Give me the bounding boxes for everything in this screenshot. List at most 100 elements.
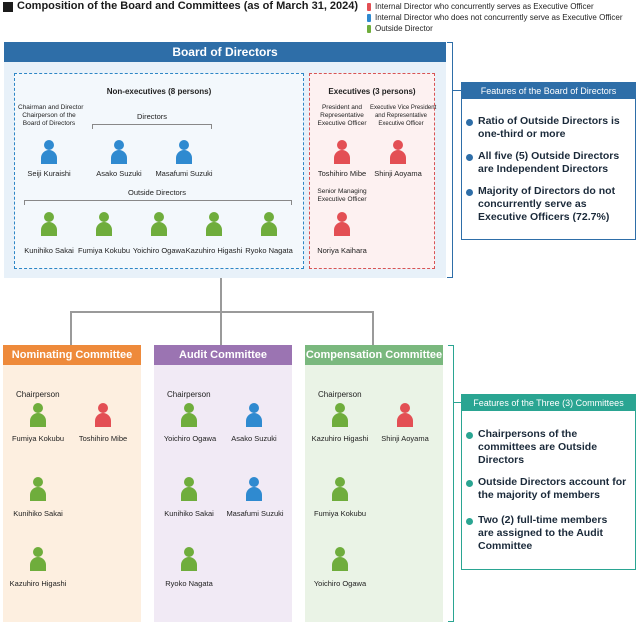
person-name: Asako Suzuki: [96, 169, 142, 178]
nominating-committee-title: Nominating Committee: [3, 345, 141, 365]
legend-swatch: [367, 14, 371, 22]
board-feature-item: Ratio of Outside Directors is one-third …: [478, 115, 620, 140]
chairman-role: Chairman and Director Chairperson of the…: [18, 104, 84, 127]
person-icon: [333, 140, 351, 164]
person-name: Ryoko Nagata: [165, 579, 213, 588]
person-icon: [389, 140, 407, 164]
compensation-committee-panel: Compensation Committee Chairperson Kazuh…: [305, 345, 443, 622]
smeo-role: Senior Managing Executive Officer: [317, 188, 367, 203]
bullet-icon: [466, 518, 473, 525]
person-name: Toshihiro Mibe: [317, 169, 367, 178]
person-name: Masafumi Suzuki: [226, 509, 284, 518]
person-icon: [331, 477, 349, 501]
person-icon: [150, 212, 168, 236]
person-name: Fumiya Kokubu: [11, 434, 65, 443]
legend-swatch: [367, 3, 371, 11]
person-name: Kunihiko Sakai: [24, 246, 74, 255]
person-icon: [40, 212, 58, 236]
chairperson-label: Chairperson: [167, 390, 211, 399]
audit-committee-title: Audit Committee: [154, 345, 292, 365]
board-brace: [447, 42, 453, 278]
person-icon: [180, 403, 198, 427]
outside-directors-label: Outside Directors: [128, 188, 186, 197]
board-title: Board of Directors: [4, 42, 446, 62]
nominating-committee-panel: Nominating Committee Chairperson Fumiya …: [3, 345, 141, 622]
person-name: Asako Suzuki: [231, 434, 277, 443]
person-icon: [180, 477, 198, 501]
brace-tick: [454, 402, 462, 403]
person-name: Kazuhiro Higashi: [185, 246, 243, 255]
connector-nominating: [70, 311, 72, 345]
person-name: Kunihiko Sakai: [13, 509, 63, 518]
outside-bracket: [24, 200, 292, 205]
exec-box: [309, 73, 435, 269]
person-icon: [205, 212, 223, 236]
committee-feature-item: Outside Directors account for the majori…: [478, 476, 627, 501]
connector-audit: [220, 311, 222, 345]
person-name: Yoichiro Ogawa: [132, 246, 186, 255]
board-feature-item: All five (5) Outside Directors are Indep…: [478, 150, 620, 175]
chairperson-label: Chairperson: [318, 390, 362, 399]
person-name: Kazuhiro Higashi: [9, 579, 67, 588]
compensation-committee-title: Compensation Committee: [305, 345, 443, 365]
person-name: Noriya Kaihara: [317, 246, 367, 255]
person-icon: [29, 547, 47, 571]
legend-swatch: [367, 25, 371, 33]
person-icon: [29, 403, 47, 427]
board-feature-item: Majority of Directors do not concurrentl…: [478, 185, 616, 223]
person-icon: [40, 140, 58, 164]
person-name: Fumiya Kokubu: [77, 246, 131, 255]
nonexec-box: [14, 73, 304, 269]
person-icon: [245, 403, 263, 427]
person-name: Kunihiko Sakai: [164, 509, 214, 518]
committees-brace: [448, 345, 454, 622]
bullet-icon: [466, 154, 473, 161]
committee-features-box: Features of the Three (3) Committees Cha…: [461, 394, 636, 570]
directors-label: Directors: [136, 112, 167, 121]
audit-committee-panel: Audit Committee Chairperson Yoichiro Oga…: [154, 345, 292, 622]
bullet-icon: [466, 119, 473, 126]
board-features-box: Features of the Board of Directors Ratio…: [461, 82, 636, 240]
person-icon: [245, 477, 263, 501]
person-icon: [110, 140, 128, 164]
person-name: Fumiya Kokubu: [313, 509, 367, 518]
title-marker: [3, 2, 13, 12]
bullet-icon: [466, 189, 473, 196]
person-name: Seiji Kuraishi: [27, 169, 71, 178]
directors-bracket: [92, 124, 212, 129]
person-icon: [94, 403, 112, 427]
person-name: Yoichiro Ogawa: [163, 434, 217, 443]
exec-title: Executives (3 persons): [328, 87, 416, 96]
person-icon: [180, 547, 198, 571]
committee-feature-item: Chairpersons of the committees are Outsi…: [478, 428, 598, 466]
brace-tick: [453, 90, 461, 91]
chairperson-label: Chairperson: [16, 390, 60, 399]
evp-role: Executive Vice President and Representat…: [370, 105, 437, 127]
connector-compensation: [372, 311, 374, 345]
person-icon: [396, 403, 414, 427]
board-features-title: Features of the Board of Directors: [462, 83, 635, 99]
nonexec-title: Non-executives (8 persons): [106, 87, 212, 96]
person-name: Yoichiro Ogawa: [313, 579, 367, 588]
person-icon: [29, 477, 47, 501]
person-icon: [331, 547, 349, 571]
person-name: Ryoko Nagata: [245, 246, 293, 255]
person-icon: [333, 212, 351, 236]
person-icon: [95, 212, 113, 236]
person-name: Toshihiro Mibe: [78, 434, 128, 443]
committee-features-title: Features of the Three (3) Committees: [462, 395, 635, 411]
person-name: Masafumi Suzuki: [155, 169, 213, 178]
connector-bar: [70, 311, 374, 313]
person-name: Shinji Aoyama: [374, 169, 422, 178]
president-role: President and Representative Executive O…: [317, 104, 367, 127]
committee-feature-item: Two (2) full-time members are assigned t…: [478, 514, 608, 552]
person-name: Kazuhiro Higashi: [311, 434, 369, 443]
bullet-icon: [466, 480, 473, 487]
person-icon: [175, 140, 193, 164]
person-name: Shinji Aoyama: [381, 434, 429, 443]
page-title: Composition of the Board and Committees …: [17, 0, 359, 12]
person-icon: [331, 403, 349, 427]
bullet-icon: [466, 432, 473, 439]
connector-trunk: [220, 278, 222, 312]
person-icon: [260, 212, 278, 236]
